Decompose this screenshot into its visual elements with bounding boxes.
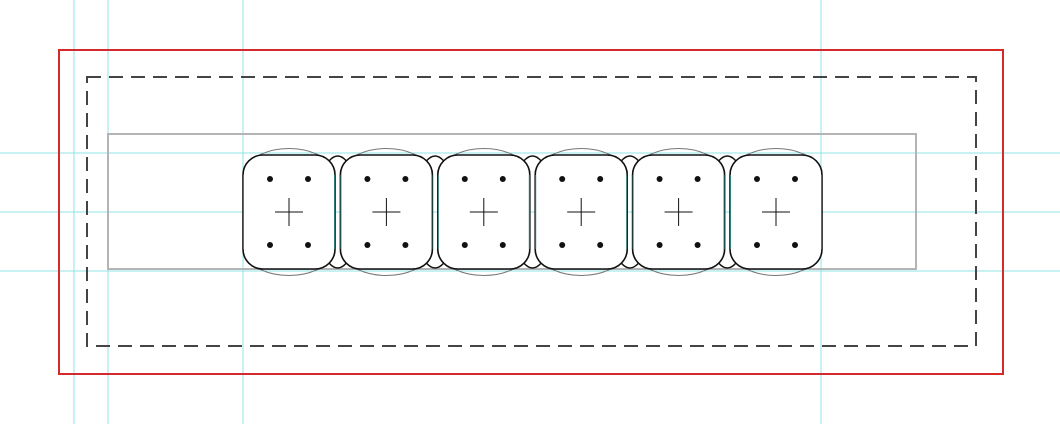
cell-joint	[523, 262, 542, 269]
corner-dot-icon	[559, 176, 566, 182]
corner-dot-icon	[364, 242, 371, 248]
corner-dot-icon	[305, 242, 311, 248]
bleed-border	[58, 49, 1004, 375]
corner-dot-icon	[402, 242, 409, 248]
corner-dot-icon	[305, 176, 311, 182]
corner-dot-icon	[499, 242, 506, 248]
cell-joint	[523, 155, 542, 162]
cell	[339, 148, 434, 276]
cell-joint	[718, 262, 737, 269]
cell	[242, 148, 336, 276]
corner-dot-icon	[597, 176, 604, 182]
corner-dot-icon	[267, 176, 273, 182]
corner-dot-icon	[597, 242, 604, 248]
cell-joint	[328, 262, 347, 269]
corner-dot-icon	[656, 176, 663, 182]
corner-dot-icon	[461, 242, 468, 248]
cell	[534, 148, 629, 276]
corner-dot-icon	[792, 242, 798, 248]
corner-dot-icon	[754, 242, 760, 248]
corner-dot-icon	[792, 176, 798, 182]
corner-dot-icon	[402, 176, 409, 182]
safe-area-border	[86, 76, 977, 347]
cell-joint	[328, 155, 347, 162]
corner-dot-icon	[559, 242, 566, 248]
corner-dot-icon	[694, 242, 701, 248]
corner-dot-icon	[364, 176, 371, 182]
corner-dot-icon	[656, 242, 663, 248]
cell-joint	[718, 155, 737, 162]
cell-joint	[425, 155, 445, 162]
corner-dot-icon	[754, 176, 760, 182]
cell-joint	[425, 262, 445, 269]
corner-dot-icon	[267, 242, 273, 248]
cell-row	[242, 148, 823, 276]
corner-dot-icon	[694, 176, 701, 182]
cell	[631, 148, 726, 276]
cell-joint	[620, 155, 640, 162]
corner-dot-icon	[499, 176, 506, 182]
cell	[436, 148, 531, 276]
corner-dot-icon	[461, 176, 468, 182]
cell	[729, 148, 823, 276]
cell-joint	[620, 262, 640, 269]
